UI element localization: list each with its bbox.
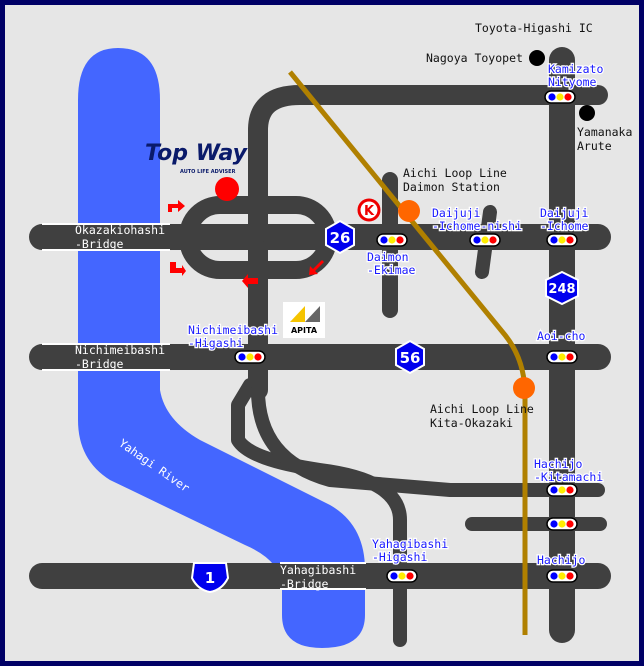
traffic-signal-icon — [546, 350, 578, 364]
route-248-shield: 248 — [545, 270, 579, 306]
kamizato-label-1: Kamizato — [548, 62, 603, 76]
arute-label: Arute — [577, 139, 612, 153]
topway-location-marker[interactable] — [215, 177, 239, 201]
nichimeibashi-higashi-label-2: -Higashi — [188, 336, 243, 350]
route-1-shield: 1 — [190, 562, 230, 594]
daimon-station-label-2: Daimon Station — [403, 180, 500, 194]
daimon-station-label-1: Aichi Loop Line — [403, 166, 507, 180]
nichimeibashi-label-2: -Bridge — [75, 357, 124, 371]
nichimeibashi-higashi-label-1: Nichimeibashi — [188, 323, 278, 337]
okazakiohashi-label-2: -Bridge — [75, 237, 124, 251]
traffic-signal-icon — [234, 350, 266, 364]
traffic-signal-icon — [376, 233, 408, 247]
yahagibashi-higashi-label-1: Yahagibashi — [372, 537, 448, 551]
hachijo-kitamachi-label-1: Hachijo — [534, 457, 583, 471]
okazakiohashi-label-1: Okazakiohashi — [75, 223, 165, 237]
roads — [29, 47, 611, 647]
traffic-signals — [234, 90, 578, 583]
yamanaka-label: Yamanaka — [577, 125, 632, 139]
north-road — [248, 85, 608, 280]
svg-text:26: 26 — [330, 229, 351, 247]
svg-text:Top Way: Top Way — [145, 141, 249, 166]
daijuji-label-2: -Ichome — [540, 219, 589, 233]
arrow-icon — [309, 260, 324, 275]
traffic-signal-icon — [546, 517, 578, 531]
svg-text:K: K — [364, 204, 375, 219]
traffic-signal-icon — [469, 233, 501, 247]
aoi-cho-label: Aoi-cho — [537, 329, 586, 343]
svg-text:AUTO LIFE ADVISER: AUTO LIFE ADVISER — [180, 169, 236, 175]
traffic-signal-icon — [546, 483, 578, 497]
nichimeibashi-label-1: Nichimeibashi — [75, 343, 165, 357]
route-56-shield: 56 — [395, 339, 425, 375]
traffic-signal-icon — [386, 569, 418, 583]
yahagibashi-label-1: Yahagibashi — [280, 563, 356, 577]
nagoya-toyopet-label: Nagoya Toyopet — [426, 51, 523, 65]
daijuji-nishi-label-1: Daijuji — [432, 206, 481, 220]
hachijo-kitamachi-label-2: -Kitamachi — [534, 470, 603, 484]
arrow-icon — [242, 274, 258, 288]
direction-arrows — [168, 200, 324, 288]
circle-k-icon: K — [357, 198, 381, 222]
traffic-signal-icon — [546, 233, 578, 247]
svg-text:1: 1 — [205, 569, 215, 587]
daimon-label-1: Daimon — [367, 250, 409, 264]
yamanaka-arute-marker[interactable] — [579, 105, 595, 121]
yahagibashi-higashi-label-2: -Higashi — [372, 550, 427, 564]
nagoya-toyopet-marker[interactable] — [529, 50, 545, 66]
kamizato-label-2: Nityome — [548, 75, 597, 89]
kita-okazaki-label-2: Kita-Okazaki — [430, 416, 513, 430]
toyota-higashi-ic-label: Toyota-Higashi IC — [475, 21, 593, 35]
yahagibashi-label-2: -Bridge — [280, 577, 329, 591]
traffic-signal-icon — [544, 90, 576, 104]
daijuji-label-1: Daijuji — [540, 206, 589, 220]
kita-okazaki-label-1: Aichi Loop Line — [430, 402, 534, 416]
kita-okazaki-station-marker[interactable] — [513, 377, 535, 399]
svg-text:APITA: APITA — [291, 326, 318, 335]
hachijo-kitamachi-road — [251, 383, 605, 497]
daimon-station-marker[interactable] — [398, 200, 420, 222]
arrow-icon — [168, 200, 185, 212]
svg-text:248: 248 — [548, 282, 575, 297]
daimon-label-2: -Ekimae — [367, 263, 416, 277]
traffic-signal-icon — [546, 569, 578, 583]
svg-text:56: 56 — [400, 349, 421, 367]
yahagi-river — [78, 48, 365, 648]
daijuji-nishi-label-2: -Ichome-nishi — [432, 219, 522, 233]
apita-logo: APITA — [283, 302, 325, 338]
arrow-icon — [170, 262, 186, 276]
hachijo-label: Hachijo — [537, 553, 586, 567]
topway-logo: Top Way AUTO LIFE ADVISER — [145, 141, 249, 175]
route-26-shield: 26 — [325, 219, 355, 255]
